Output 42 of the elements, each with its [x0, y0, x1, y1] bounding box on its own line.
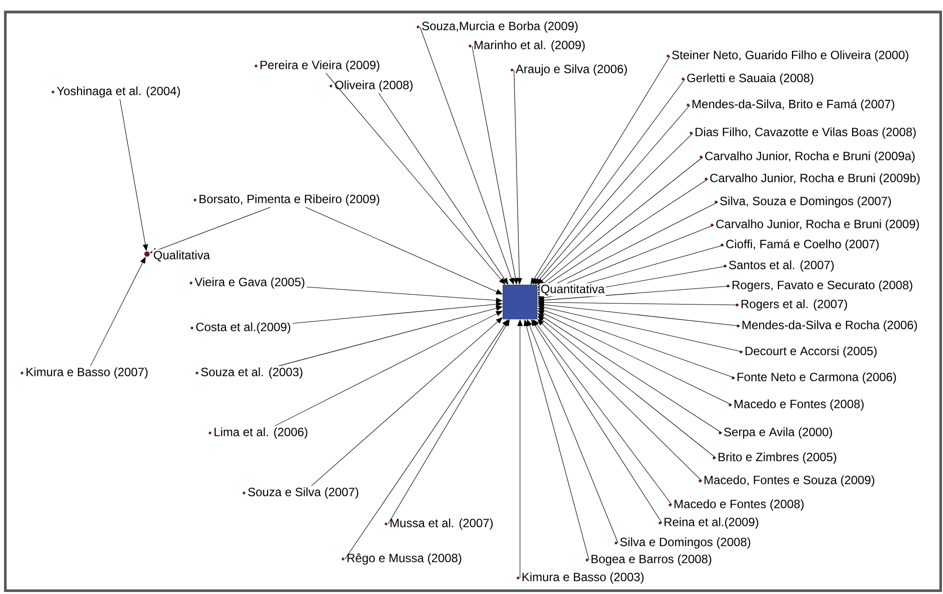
author-label: Reina et al.(2009): [658, 517, 758, 529]
author-label: Serpa e Avila (2000): [718, 427, 832, 439]
author-label: Decourt e Accorsi (2005): [740, 346, 877, 358]
author-label: Santos et al. (2007): [724, 260, 834, 272]
author-label: Rogers et al. (2007): [736, 299, 848, 311]
hub-label: Qualitativa: [152, 249, 212, 263]
author-label: Bogea e Barros (2008): [586, 554, 712, 566]
author-label: Dias Filho, Cavazotte e Vilas Boas (2008): [690, 127, 916, 139]
author-label: Pereira e Vieira (2009): [254, 60, 380, 72]
author-label: Carvalho Junior, Rocha e Bruni (2009): [710, 219, 919, 231]
hub-square: [502, 284, 538, 320]
author-label: Carvalho Junior, Rocha e Bruni (2009a): [700, 151, 915, 163]
author-label: Carvalho Junior, Rocha e Bruni (2009b): [704, 173, 920, 185]
author-label: Souza et al. (2003): [196, 367, 302, 379]
author-label: Silva e Domingos (2008): [614, 537, 750, 549]
author-label: Yoshinaga et al. (2004): [52, 86, 180, 98]
author-label: Fonte Neto e Carmona (2006): [732, 372, 896, 384]
author-label: Mussa et al. (2007): [384, 518, 493, 530]
author-label: Cioffi, Famá e Coelho (2007): [720, 239, 879, 251]
author-label: Macedo e Fontes (2008): [728, 399, 864, 411]
author-label: Macedo, Fontes e Souza (2009): [698, 475, 874, 487]
author-label: Rogers, Favato e Securato (2008): [726, 280, 912, 292]
author-label: Costa et al.(2009): [190, 322, 290, 334]
author-label: Araujo e Silva (2006): [510, 64, 627, 76]
author-label: Kimura e Basso (2003): [516, 572, 644, 584]
author-label: Silva, Souza e Domingos (2007): [714, 196, 891, 208]
author-label: Lima et al. (2006): [208, 427, 308, 439]
author-label: Kimura e Basso (2007): [20, 367, 148, 379]
hub-label: Quantitativa: [540, 283, 606, 296]
author-label: Marinho et al. (2009): [468, 40, 585, 52]
author-label: Brito e Zimbres (2005): [712, 452, 836, 464]
author-label: Mendes-da-Silva, Brito e Famá (2007): [686, 99, 894, 111]
author-label: Steiner Neto, Guarido Filho e Oliveira (2000): [666, 50, 908, 62]
author-label: Borsato, Pimenta e Ribeiro (2009): [194, 194, 380, 206]
author-label: Macedo e Fontes (2008): [668, 499, 804, 511]
author-label: Rêgo e Mussa (2008): [342, 553, 462, 565]
author-label: Souza,Murcia e Borba (2009): [416, 21, 578, 33]
author-label: Vieira e Gava (2005): [190, 277, 304, 289]
author-label: Mendes-da-Silva e Rocha (2006): [736, 320, 917, 332]
author-label: Gerletti e Sauaia (2008): [682, 73, 814, 85]
author-label: Oliveira (2008): [330, 80, 413, 92]
author-label: Souza e Silva (2007): [242, 487, 358, 499]
